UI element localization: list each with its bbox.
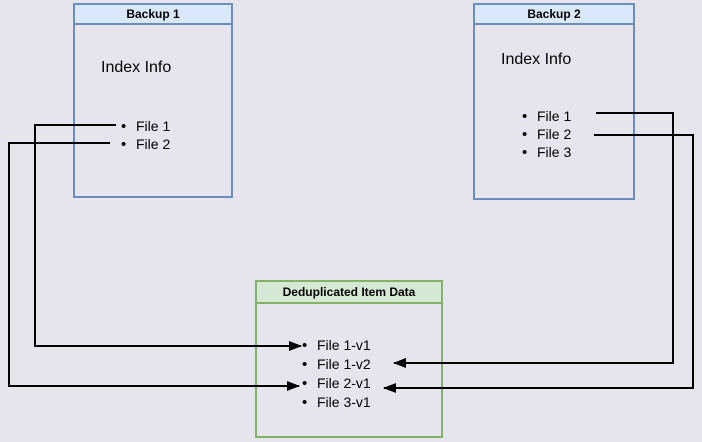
backup2-title: Backup 2	[527, 7, 581, 21]
list-item: File 1-v2	[302, 355, 371, 374]
backup2-box: Backup 2 Index Info File 1File 2File 3	[473, 3, 635, 200]
backup1-file-list: File 1File 2	[121, 117, 170, 153]
list-item: File 2-v1	[302, 374, 371, 393]
dedup-file-list: File 1-v1File 1-v2File 2-v1File 3-v1	[302, 336, 371, 412]
list-item: File 3	[522, 143, 571, 161]
backup2-header: Backup 2	[475, 5, 633, 25]
backup1-header: Backup 1	[75, 5, 231, 25]
backup1-index-info-label: Index Info	[101, 59, 172, 76]
list-item: File 2	[522, 125, 571, 143]
list-item: File 1	[121, 117, 170, 135]
backup2-index-info-label: Index Info	[501, 51, 572, 68]
backup1-title: Backup 1	[126, 7, 180, 21]
list-item: File 3-v1	[302, 393, 371, 412]
list-item: File 2	[121, 135, 170, 153]
dedup-header: Deduplicated Item Data	[257, 282, 441, 304]
dedup-title: Deduplicated Item Data	[282, 285, 416, 299]
backup2-file-list: File 1File 2File 3	[522, 107, 571, 161]
list-item: File 1-v1	[302, 336, 371, 355]
backup1-box: Backup 1 Index Info File 1File 2	[73, 3, 233, 198]
list-item: File 1	[522, 107, 571, 125]
dedup-box: Deduplicated Item Data File 1-v1File 1-v…	[255, 280, 443, 438]
